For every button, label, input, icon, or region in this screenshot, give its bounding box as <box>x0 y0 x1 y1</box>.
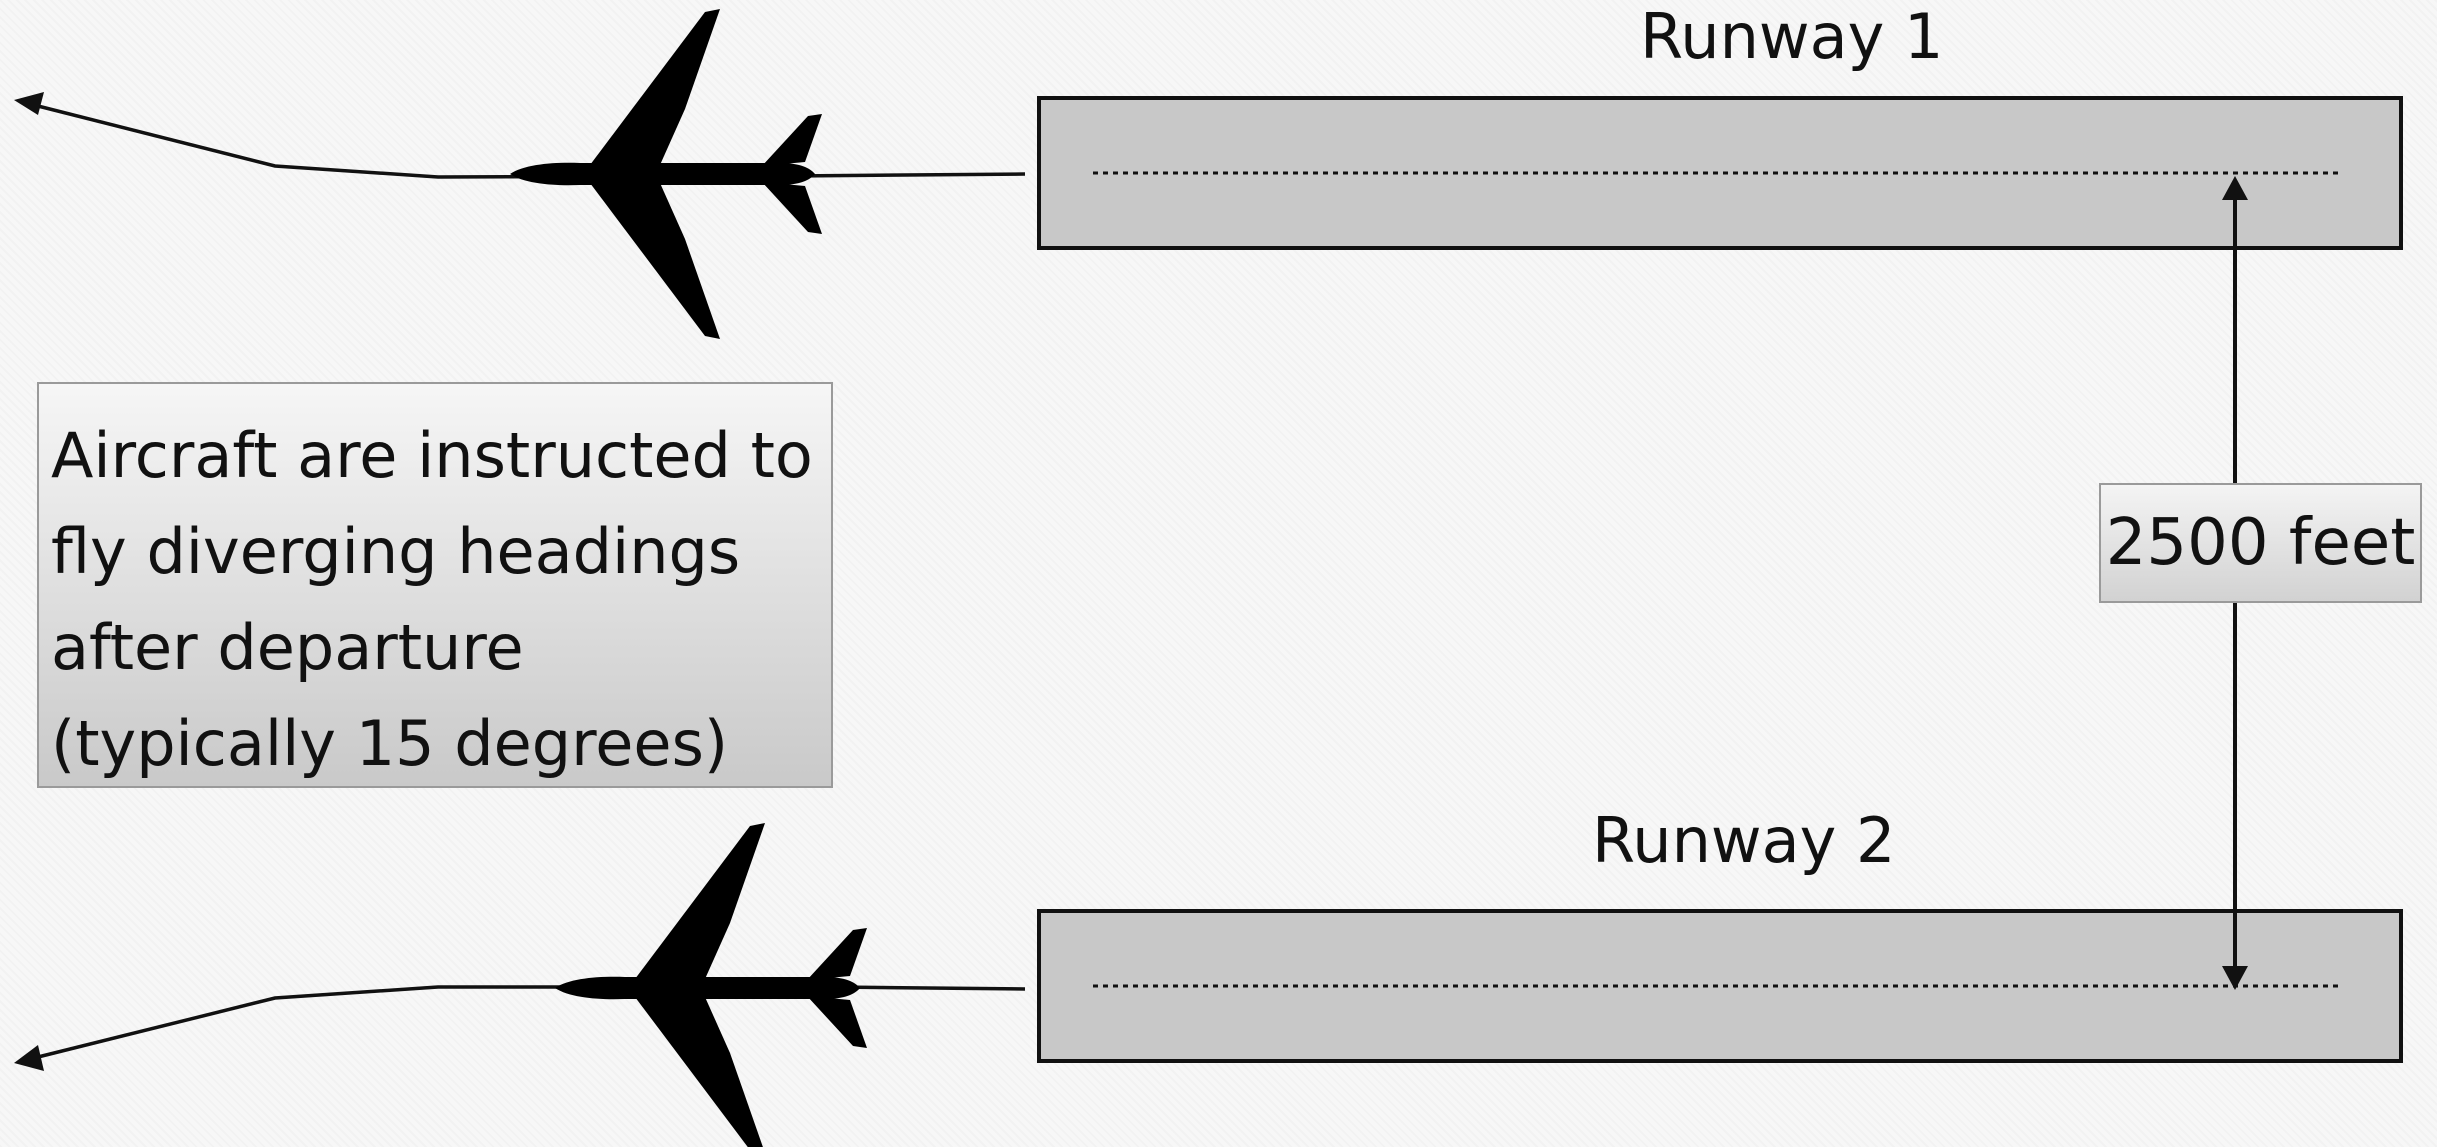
airplane-2-icon <box>555 823 867 1147</box>
separation-label: 2500 feet <box>2099 483 2422 603</box>
arrowhead-icon <box>14 92 44 115</box>
arrowhead-icon <box>14 1045 44 1071</box>
note-line: (typically 15 degrees) <box>51 707 729 780</box>
airplane-1-icon <box>510 9 822 339</box>
note-line: fly diverging headings <box>51 515 741 588</box>
note-line: after departure <box>51 611 524 684</box>
departure-path-2 <box>29 985 1026 1061</box>
runway-2-label: Runway 2 <box>1592 804 1896 877</box>
runway-1-label: Runway 1 <box>1640 0 1944 73</box>
departure-path-1 <box>29 102 1026 179</box>
arrowhead-icon <box>2222 176 2248 200</box>
note-line: Aircraft are instructed to <box>51 419 813 492</box>
arrowhead-icon <box>2222 966 2248 990</box>
note-box: Aircraft are instructed to fly diverging… <box>37 382 833 788</box>
